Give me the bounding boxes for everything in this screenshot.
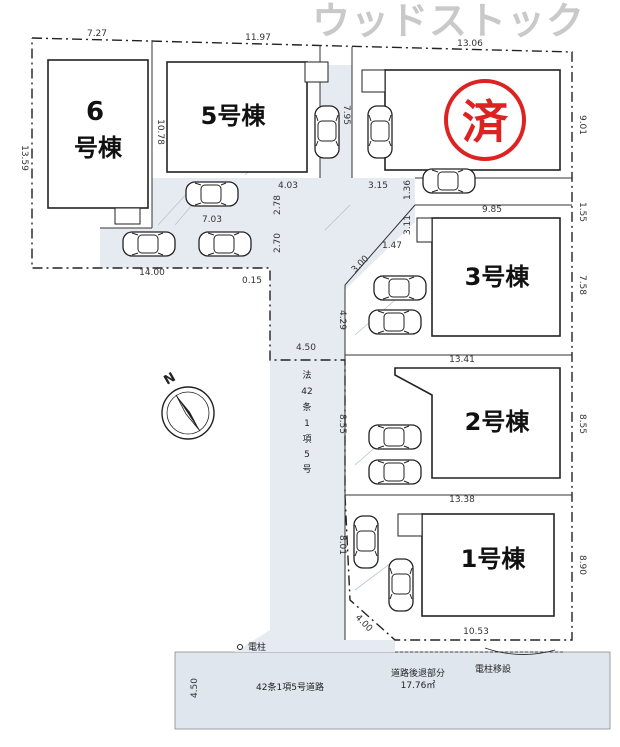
svg-text:号: 号 bbox=[302, 464, 311, 475]
lot3-label: 3号棟 bbox=[465, 263, 531, 291]
dim-lot3-1-55: 1.55 bbox=[577, 202, 587, 222]
dim-top-lot4: 13.06 bbox=[457, 39, 483, 49]
lot6-label-number: 6 bbox=[86, 97, 104, 127]
private-road-label: 法 42 条 1 項 5 号 bbox=[301, 369, 312, 475]
dim-top-lot5: 11.97 bbox=[245, 33, 271, 43]
dim-lot6-2-70: 2.70 bbox=[273, 233, 283, 253]
lot1-label: 1号棟 bbox=[461, 545, 527, 573]
dim-lot4-9-85: 9.85 bbox=[482, 205, 502, 215]
private-road bbox=[100, 65, 415, 652]
dim-lot6-5-side: 10.78 bbox=[155, 119, 165, 145]
dimension-labels: 7.27 11.97 13.06 13.59 10.78 4.03 7.03 2… bbox=[19, 29, 587, 637]
public-road bbox=[174, 651, 611, 730]
car-lot6-a bbox=[122, 231, 176, 257]
lot2-label: 2号棟 bbox=[465, 408, 531, 436]
dim-top-lot6: 7.27 bbox=[87, 29, 107, 39]
lot5-porch bbox=[304, 61, 329, 83]
pole-move-arrow bbox=[484, 647, 556, 655]
car-lot3-a bbox=[373, 275, 427, 301]
dim-lot2-right: 8.55 bbox=[577, 414, 587, 434]
dim-lot5-2-78: 2.78 bbox=[273, 195, 283, 215]
dim-lot1-right: 8.90 bbox=[577, 555, 587, 575]
svg-text:項: 項 bbox=[302, 434, 311, 445]
dim-lot1-top: 13.38 bbox=[449, 495, 475, 505]
lot5-building bbox=[166, 61, 308, 173]
car-lot3-b bbox=[368, 309, 422, 335]
dim-lot4-right: 9.01 bbox=[577, 115, 587, 135]
dim-lot3-1-47: 1.47 bbox=[382, 241, 402, 251]
svg-text:42: 42 bbox=[301, 387, 312, 397]
compass-north-label: N bbox=[162, 370, 179, 388]
svg-text:条: 条 bbox=[302, 401, 311, 413]
dim-road-4-50: 4.50 bbox=[296, 343, 316, 353]
car-lot6-b bbox=[198, 231, 252, 257]
dim-lot5-bottom: 4.03 bbox=[278, 181, 298, 191]
sold-stamp bbox=[444, 79, 526, 161]
car-lot5-b bbox=[185, 181, 239, 207]
compass: N bbox=[161, 370, 215, 440]
dedication-area: 17.76㎡ bbox=[401, 680, 436, 691]
dim-lot3-right: 7.58 bbox=[577, 275, 587, 295]
car-lot2-b bbox=[368, 459, 422, 485]
pole-label: 電柱 bbox=[248, 641, 266, 653]
dim-lot1-left: 8.01 bbox=[337, 535, 347, 555]
pole-move-label: 電柱移設 bbox=[475, 663, 511, 675]
lot3-porch bbox=[416, 217, 433, 243]
dim-lot5-7-03: 7.03 bbox=[202, 215, 222, 225]
car-lot2-a bbox=[368, 424, 422, 450]
car-lot4-a bbox=[367, 105, 393, 159]
lot3-building bbox=[431, 217, 561, 337]
lot6-porch bbox=[114, 207, 141, 225]
car-lot1-b bbox=[388, 558, 414, 612]
car-lot4-b bbox=[422, 168, 476, 194]
dim-lot1-chamfer: 4.00 bbox=[353, 613, 374, 634]
svg-text:法: 法 bbox=[302, 369, 311, 381]
lot5-label: 5号棟 bbox=[201, 102, 267, 130]
watermark: ウッドストック bbox=[312, 0, 585, 43]
dim-lot2-top: 13.41 bbox=[449, 355, 475, 365]
dim-lot4-1-36: 1.36 bbox=[403, 180, 413, 200]
car-lot1-a bbox=[353, 515, 379, 569]
lot1-building bbox=[421, 513, 555, 617]
svg-text:5: 5 bbox=[304, 450, 310, 460]
svg-text:1: 1 bbox=[304, 419, 310, 429]
dim-lot4-3-15: 3.15 bbox=[368, 181, 388, 191]
dim-lot1-bottom: 10.53 bbox=[463, 627, 489, 637]
lot1-porch bbox=[397, 513, 423, 537]
dim-lot6-0-15: 0.15 bbox=[242, 276, 262, 286]
lot6-building bbox=[47, 59, 149, 209]
car-lot5-a bbox=[314, 105, 340, 159]
lot4-porch bbox=[361, 69, 386, 93]
dim-lot3-3-11: 3.11 bbox=[403, 215, 413, 235]
dim-left-lot6: 13.59 bbox=[19, 145, 29, 171]
public-road-label: 42条1項5号道路 bbox=[256, 681, 324, 693]
dim-lot4-7-95: 7.95 bbox=[341, 105, 351, 125]
lot6-label-suffix: 号棟 bbox=[74, 134, 123, 162]
sold-stamp-text: 済 bbox=[462, 95, 509, 149]
road-width-dim: 4.50 bbox=[190, 678, 200, 698]
dim-lot2-left: 8.55 bbox=[337, 414, 347, 434]
dedication-label: 道路後退部分 bbox=[391, 667, 445, 679]
pole-marker bbox=[237, 644, 243, 650]
dim-lot3-4-29: 4.29 bbox=[337, 310, 347, 330]
dim-lot6-bottom: 14.00 bbox=[139, 268, 165, 278]
lot2-building bbox=[394, 367, 561, 479]
